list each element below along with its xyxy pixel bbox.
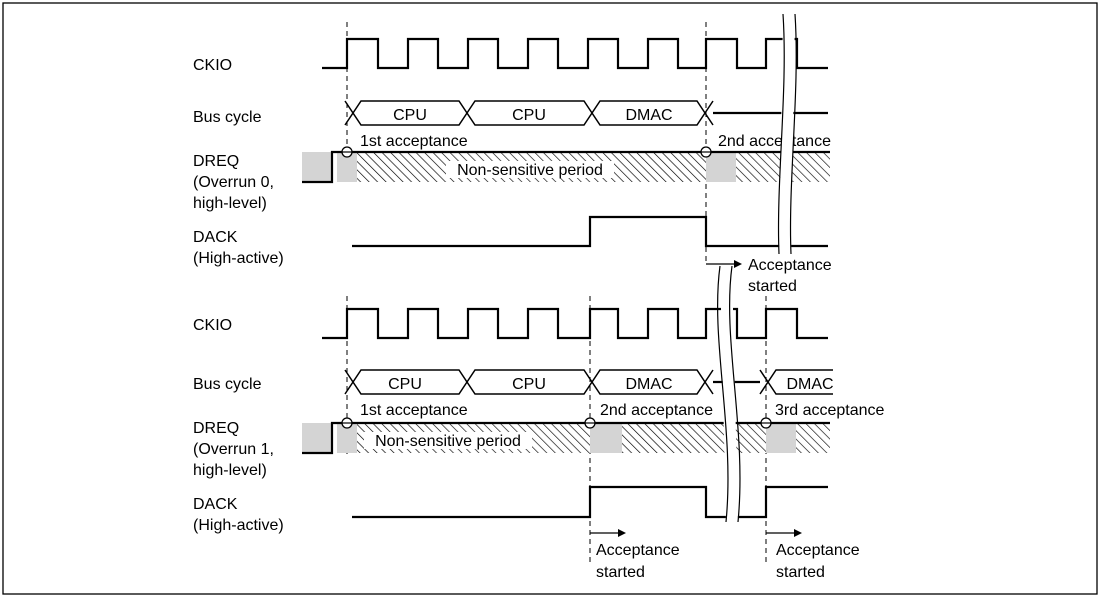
bottom-acceptance-arrowhead-1	[618, 529, 626, 537]
bottom-non-sensitive-label: Non-sensitive period	[375, 433, 521, 450]
bottom-non-sensitive-label-bg	[364, 432, 532, 449]
bottom-acceptance-arrowhead-2	[794, 529, 802, 537]
top-break-line-left	[777, 13, 785, 255]
bottom-ckio-waveform	[322, 307, 828, 340]
bottom-bus-dmac-2-box	[759, 369, 833, 395]
top-non-sensitive-label-bg	[446, 161, 614, 178]
top-bus-dmac-box	[591, 100, 714, 126]
bottom-acceptance-started-1-line-2: started	[596, 564, 645, 581]
bottom-dreq-label-line-2: (Overrun 1,	[193, 441, 274, 458]
bottom-bus-segment-dmac-2: DMAC	[786, 376, 833, 393]
top-dreq-gray-pre	[302, 152, 332, 182]
bottom-acceptance-started-1-line-1: Acceptance	[596, 542, 680, 559]
top-ckio-label: CKIO	[193, 57, 232, 74]
bottom-dreq-hatch-3	[796, 423, 830, 453]
top-acceptance-arrowhead	[734, 260, 742, 268]
bottom-acceptance-started-2-line-1: Acceptance	[776, 542, 860, 559]
bottom-break-gap	[720, 266, 738, 522]
bottom-dreq-hatch-2	[622, 423, 766, 453]
top-second-acceptance: 2nd acceptance	[718, 133, 831, 150]
bottom-acceptance-started-2-line-2: started	[776, 564, 825, 581]
bottom-dreq-waveform	[302, 421, 830, 455]
bottom-ckio-label: CKIO	[193, 317, 232, 334]
bottom-bus-label: Bus cycle	[193, 376, 262, 393]
bottom-dreq-label-line-3: high-level)	[193, 462, 267, 479]
top-dreq-label-line-2: (Overrun 0,	[193, 174, 274, 191]
top-bus-segment-cpu-2: CPU	[512, 107, 546, 124]
bottom-dreq-gray-1	[337, 423, 357, 453]
bottom-dreq-gray-pre	[302, 423, 332, 453]
top-dreq-waveform	[302, 150, 830, 184]
top-bus-label: Bus cycle	[193, 109, 262, 126]
bottom-bus-segment-cpu-2: CPU	[512, 376, 546, 393]
bottom-dreq-gray-3	[766, 423, 796, 453]
top-dack-waveform	[352, 215, 828, 248]
bottom-bus-segment-dmac-1: DMAC	[625, 376, 672, 393]
top-acceptance-started-line-1: Acceptance	[748, 257, 832, 274]
top-dack-label-line-2: (High-active)	[193, 250, 284, 267]
top-dreq-gray-1	[337, 152, 357, 182]
bottom-first-acceptance: 1st acceptance	[360, 402, 468, 419]
bottom-third-acceptance: 3rd acceptance	[775, 402, 885, 419]
bottom-dack-waveform	[352, 485, 828, 519]
bottom-dack-label-line-1: DACK	[193, 496, 238, 513]
top-break-line-right	[789, 13, 797, 255]
bottom-break-line-right	[728, 265, 741, 523]
bottom-break-line-left	[716, 265, 729, 523]
top-dreq-label-line-1: DREQ	[193, 153, 239, 170]
bottom-dack-label-line-2: (High-active)	[193, 517, 284, 534]
top-ckio-waveform	[322, 37, 828, 70]
bottom-dreq-gray-2	[590, 423, 622, 453]
top-acceptance-started-line-2: started	[748, 278, 797, 295]
top-non-sensitive-label: Non-sensitive period	[457, 162, 603, 179]
top-dreq-label-line-3: high-level)	[193, 195, 267, 212]
bottom-second-acceptance: 2nd acceptance	[600, 402, 713, 419]
bottom-dreq-label-line-1: DREQ	[193, 420, 239, 437]
top-dack-label-line-1: DACK	[193, 229, 238, 246]
top-first-acceptance: 1st acceptance	[360, 133, 468, 150]
top-dreq-gray-2	[706, 152, 736, 182]
top-diagram: CKIO Bus cycle CPU CPU DMAC DREQ (Overru…	[193, 13, 832, 295]
top-bus-segment-cpu-1: CPU	[393, 107, 427, 124]
bottom-bus-dmac-1-box	[591, 369, 714, 395]
bottom-bus-segment-cpu-1: CPU	[388, 376, 422, 393]
bottom-diagram: CKIO Bus cycle CPU CPU DMAC DMAC DREQ (O…	[193, 265, 885, 581]
top-bus-segment-dmac: DMAC	[625, 107, 672, 124]
